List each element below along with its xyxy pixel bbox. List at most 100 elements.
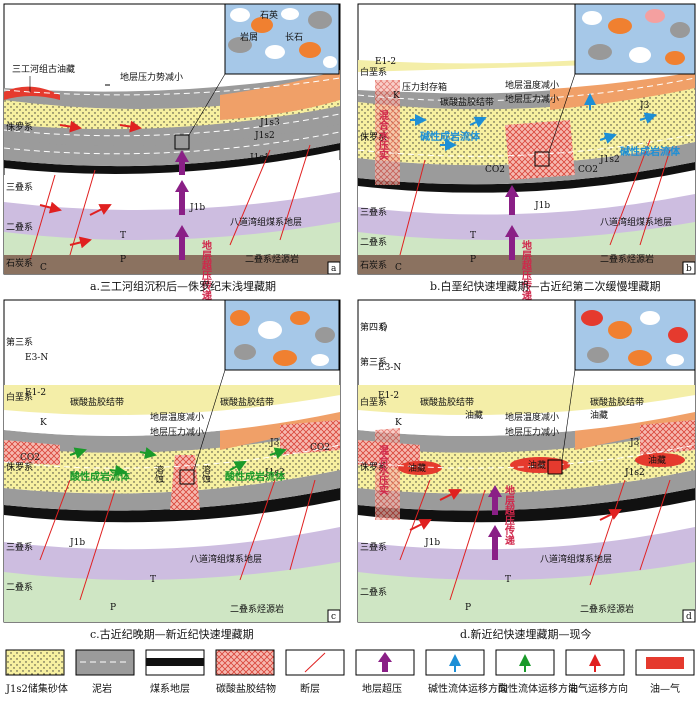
layer-label-c-2: K	[40, 418, 47, 428]
layer-label-a-4: T	[120, 231, 126, 241]
system-a-2: 三叠系	[6, 182, 33, 193]
system-a-3: 二叠系	[6, 222, 33, 233]
panel-letter-a: a	[331, 264, 337, 274]
acid-fluid-c-left: 酸性成岩流体	[70, 470, 131, 483]
layer-label-d-3: K	[395, 418, 402, 428]
layer-label-d-7: T	[505, 575, 511, 585]
legend-label-1: 泥岩	[92, 682, 112, 695]
system-c-1: 白垩系	[6, 391, 33, 403]
layer-label-b-1: K	[393, 91, 400, 101]
legend-label-9: 油—气	[650, 682, 680, 695]
layer-label-b-5: T	[470, 231, 476, 241]
system-d-0: 第四系	[360, 321, 387, 333]
co2-c-right: CO2	[310, 443, 330, 453]
caption-c: c.古近纪晚期—新近纪快速埋藏期	[90, 627, 254, 641]
cement-label-c-left: 碳酸盐胶结带	[70, 396, 124, 408]
coal-label-c: 八道湾组煤系地层	[190, 553, 262, 565]
system-c-3: 三叠系	[6, 542, 33, 553]
system-d-1: 第三系	[360, 356, 387, 368]
press-note-c: 地层压力减小	[150, 426, 204, 438]
panel-c: E3-N E1-2 K J3 J1s2 J1b T P 第三系 白垩系 侏罗系 …	[4, 300, 340, 622]
panel-letter-b: b	[686, 264, 692, 274]
layer-label-a-1: J1s2	[254, 131, 275, 141]
coal-label-d: 八道湾组煤系地层	[540, 553, 612, 565]
layer-label-a-0: J1s3	[259, 118, 280, 128]
legend-label-0: J1s2储集砂体	[5, 682, 68, 695]
cement-label-c-right: 碳酸盐胶结带	[220, 396, 274, 408]
layer-label-a-3: J1b	[189, 203, 205, 213]
layer-label-c-0: E3-N	[25, 353, 48, 363]
alk-fluid-b-left: 碱性成岩流体	[420, 130, 481, 143]
panel-letter-d: d	[686, 612, 692, 622]
temp-note-b: 地层温度减小	[505, 79, 559, 91]
cement-label-b: 碳酸盐胶结带	[440, 96, 494, 108]
source-label-c: 二叠系烃源岩	[230, 603, 284, 615]
oil-1-d: 油藏	[408, 462, 426, 474]
layer-label-c-6: T	[150, 575, 156, 585]
system-a-1: 侏罗系	[6, 122, 33, 133]
layer-label-b-4: J1b	[534, 201, 550, 211]
temp-note-c: 地层温度减小	[150, 411, 204, 423]
inset-lithic-label: 岩屑	[240, 31, 258, 43]
system-d-2: 白垩系	[360, 396, 387, 408]
cement-left-d: 碳酸盐胶结带	[420, 396, 474, 408]
corr-left-c: 溶蚀	[153, 464, 164, 484]
legend-label-8: 油气运移方向	[568, 682, 628, 695]
oil-top-left-d: 油藏	[465, 409, 483, 421]
oil-3-d: 油藏	[648, 454, 666, 466]
acid-fluid-c-right: 酸性成岩流体	[225, 470, 286, 483]
pressure-note-a: 地层压力势减小	[120, 71, 183, 83]
legend-label-2: 煤系地层	[150, 682, 190, 695]
source-label-a: 二叠系烃源岩	[245, 253, 299, 265]
co2-c-left: CO2	[20, 453, 40, 463]
layer-label-b-0: E1-2	[375, 57, 396, 67]
system-b-0: 白垩系	[360, 66, 387, 78]
panel-d: Q E3-N E1-2 K J3 J1s2 J1b T P 第四系 第三系 白垩…	[358, 300, 695, 622]
layer-label-c-5: J1b	[69, 538, 85, 548]
inset-feldspar-label: 长石	[285, 31, 303, 43]
coal-label-b: 八道湾组煤系地层	[600, 216, 672, 228]
source-label-d: 二叠系烃源岩	[580, 603, 634, 615]
layer-label-c-7: P	[110, 603, 116, 613]
system-d-4: 三叠系	[360, 542, 387, 553]
caption-a: a.三工河组沉积后—侏罗纪末浅埋藏期	[90, 279, 276, 293]
press-note-b: 地层压力减小	[505, 93, 559, 105]
system-c-0: 第三系	[6, 336, 33, 348]
legend-label-6: 碱性流体运移方向	[428, 682, 508, 695]
corr-right-c: 溶蚀	[200, 464, 211, 484]
legend-label-5: 地层超压	[362, 682, 402, 695]
press-note-d: 地层压力减小	[505, 426, 559, 438]
seal-label-b: 压力封存箱	[402, 81, 447, 93]
layer-label-d-4: J3	[629, 438, 640, 448]
system-b-4: 石炭系	[360, 260, 387, 271]
layer-label-a-2: J1s1	[249, 153, 270, 163]
alk-fluid-b-right: 碱性成岩流体	[620, 145, 681, 158]
layer-label-a-5: P	[120, 255, 126, 265]
legend-label-3: 碳酸盐胶结物	[216, 682, 276, 695]
oil-2-d: 油藏	[528, 459, 546, 471]
source-label-b: 二叠系烃源岩	[600, 253, 654, 265]
layer-label-a-6: C	[40, 263, 47, 273]
coal-label-a: 八道湾组煤系地层	[230, 216, 302, 228]
legend-label-7: 酸性流体运移方向	[498, 682, 578, 695]
oil-top-right-d: 油藏	[590, 409, 608, 421]
layer-label-b-7: C	[395, 263, 402, 273]
panel-letter-c: c	[331, 612, 336, 622]
temp-note-d: 地层温度减小	[505, 411, 559, 423]
layer-label-d-6: J1b	[424, 538, 440, 548]
layer-label-b-3: J1s2	[599, 155, 620, 165]
system-b-3: 二叠系	[360, 237, 387, 248]
cement-right-d: 碳酸盐胶结带	[590, 396, 644, 408]
system-c-4: 二叠系	[6, 582, 33, 593]
layer-label-d-5: J1s2	[624, 468, 645, 478]
panel-b: E1-2 K J3 J1s2 J1b T P C 白垩系 侏罗系 三叠系 二叠系…	[358, 4, 695, 301]
paleo-oil-label-a: 三工河组古油藏	[12, 63, 75, 75]
system-d-5: 二叠系	[360, 587, 387, 598]
system-a-4: 石炭系	[6, 258, 33, 269]
caption-d: d.新近纪快速埋藏期—现今	[460, 627, 592, 641]
layer-label-c-3: J3	[269, 438, 280, 448]
layer-label-d-8: P	[465, 603, 471, 613]
inset-a: 石英 岩屑 长石	[225, 4, 339, 74]
panel-a: 石英 岩屑 长石 三工河组古油藏 地层压力势减小 侏罗系 三叠系 二叠系 石炭系…	[4, 4, 340, 301]
